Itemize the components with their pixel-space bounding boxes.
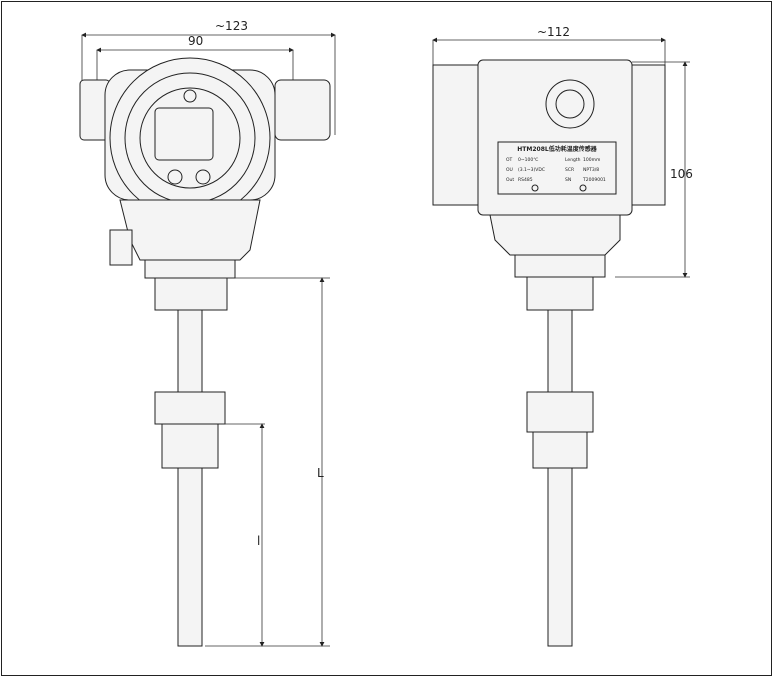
dim-label-L: L: [317, 466, 324, 480]
svg-text:(3.1~3)VDC: (3.1~3)VDC: [518, 167, 545, 173]
svg-text:OT: OT: [506, 157, 513, 163]
lcd-display: [154, 107, 214, 161]
cable-gland: [274, 79, 331, 141]
probe-side: [547, 467, 573, 647]
nameplate: [497, 141, 617, 195]
cover-left: [432, 64, 479, 206]
hex-nut-side: [526, 276, 594, 311]
dim-label-l: l: [257, 534, 260, 548]
dim-label-90: 90: [188, 34, 203, 48]
thread-side: [532, 431, 588, 469]
hex-nut: [154, 277, 228, 311]
fitting-nut: [154, 391, 226, 425]
dim-label-106: 106: [670, 167, 693, 181]
svg-text:SCR: SCR: [565, 167, 574, 173]
dim-label-123: ~123: [215, 19, 248, 33]
svg-text:Out: Out: [506, 177, 514, 183]
neck: [119, 199, 261, 261]
gland-front: [545, 79, 595, 129]
front-view: ~123 90 L l: [79, 19, 336, 647]
dim-label-112: ~112: [537, 25, 570, 39]
svg-text:RS485: RS485: [518, 177, 533, 183]
probe: [177, 467, 203, 647]
svg-text:OU: OU: [506, 167, 513, 173]
svg-text:0~100℃: 0~100℃: [518, 157, 538, 163]
svg-text:100mm: 100mm: [583, 157, 600, 163]
cover-right: [631, 64, 666, 206]
stem: [177, 309, 203, 393]
thread: [161, 423, 219, 469]
neck-side: [489, 214, 621, 256]
svg-text:SN: SN: [565, 177, 571, 183]
svg-text:NPT3/8: NPT3/8: [583, 167, 599, 173]
housing-side: [477, 59, 633, 216]
svg-text:T2009001: T2009001: [582, 177, 606, 183]
svg-text:Length: Length: [565, 157, 581, 163]
nameplate-title: HTM208L低功耗温度传感器: [517, 145, 597, 153]
